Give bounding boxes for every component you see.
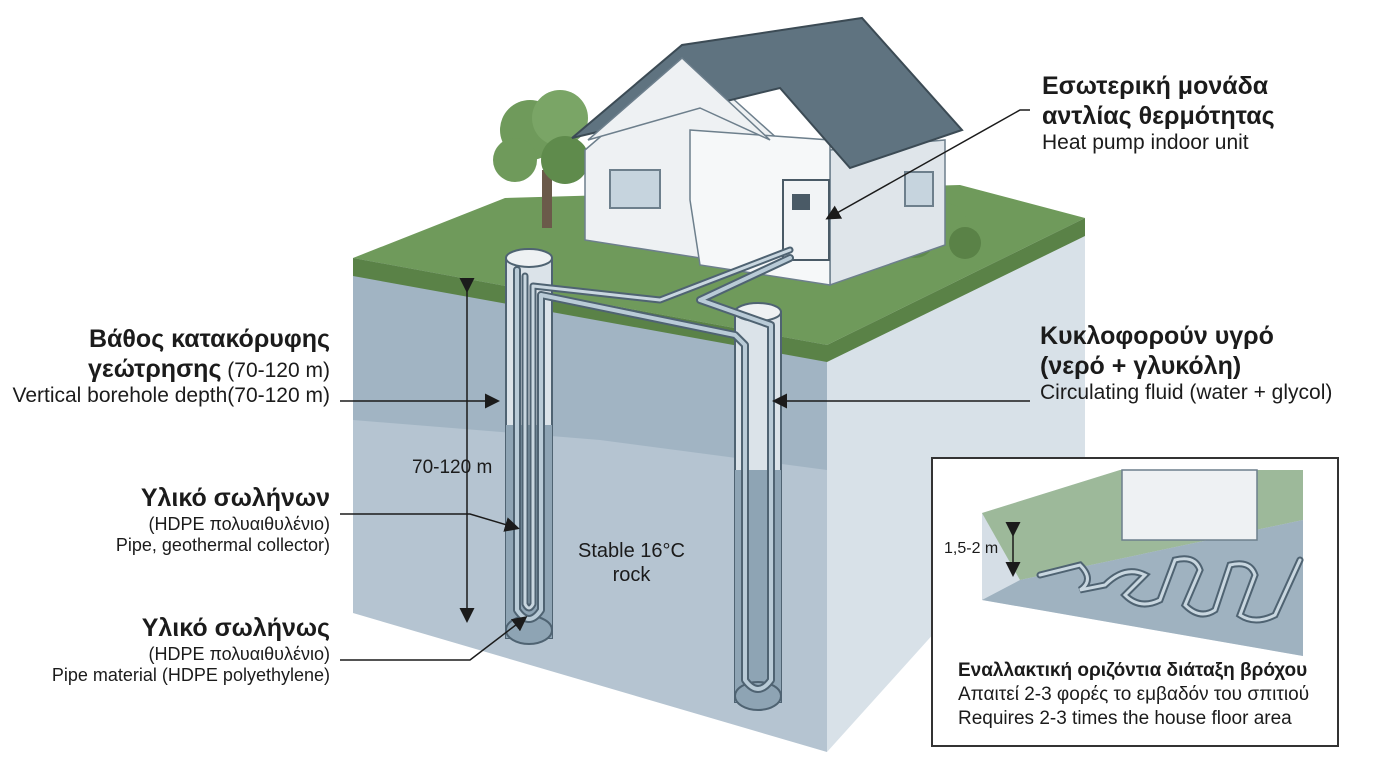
pipe-material-label: Υλικό σωλήνως (HDPE πολυαιθυλένιο) Pipe …	[52, 614, 330, 686]
depth-measure-text: 70-120 m	[412, 457, 493, 478]
indoor-title-line1: Εσωτερική μονάδα	[1042, 72, 1269, 100]
indoor-callout	[825, 109, 1030, 220]
house	[571, 16, 964, 287]
inset-title: Εναλλακτική οριζόντια διάταξη βρόχου	[958, 660, 1308, 681]
heat-pump-display	[792, 194, 810, 210]
fluid-label: Κυκλοφορούν υγρό (νερό + γλυκόλη) Circul…	[1040, 322, 1332, 406]
pipes-material-label: Υλικό σωλήνων (HDPE πολυαιθυλένιο) Pipe,…	[116, 484, 330, 556]
inset-horizontal-loop	[931, 457, 1339, 747]
callout-lines	[340, 109, 1030, 661]
rock-line2: rock	[612, 563, 651, 586]
pipes-callout	[340, 513, 520, 532]
rock-label: Stable 16°C rock	[578, 540, 685, 587]
indoor-title-line2: αντλίας θερμότητας	[1042, 101, 1275, 130]
roof-gable	[587, 56, 771, 141]
inset-line2: Requires 2-3 times the house floor area	[958, 707, 1292, 729]
pipe-line1: (HDPE πολυαιθυλένιο)	[148, 643, 330, 664]
indoor-subtitle: Heat pump indoor unit	[1042, 131, 1249, 154]
depth-title-range: (70-120 m)	[221, 358, 330, 382]
window-right	[904, 171, 934, 207]
fluid-title-line1: Κυκλοφορούν υγρό	[1040, 322, 1274, 350]
inset-house-wall	[1121, 469, 1258, 541]
tree-trunk	[542, 170, 552, 228]
depth-title-line1: Βάθος κατακόρυφης	[88, 325, 330, 353]
pipe-callout	[340, 616, 528, 661]
fluid-subtitle: Circulating fluid (water + glycol)	[1040, 381, 1333, 404]
grass-edge-side	[827, 218, 1085, 362]
rock-line1: Stable 16°C	[578, 540, 685, 562]
borehole-left	[505, 248, 553, 645]
depth-subtitle: Vertical borehole depth(70-120 m)	[12, 384, 330, 407]
window-left	[609, 169, 661, 209]
pipe-line2: Pipe material (HDPE polyethylene)	[51, 664, 330, 685]
pipes-title: Υλικό σωλήνων	[140, 484, 330, 512]
indoor-unit-label: Εσωτερική μονάδα αντλίας θερμότητας Heat…	[1042, 72, 1275, 156]
pipe-title: Υλικό σωλήνως	[141, 614, 330, 642]
pipes-line1: (HDPE πολυαιθυλένιο)	[148, 513, 330, 534]
depth-label: Βάθος κατακόρυφης γεώτρησης (70-120 m) V…	[12, 325, 330, 409]
inset-caption: Εναλλακτική οριζόντια διάταξη βρόχου Απα…	[958, 659, 1309, 731]
fluid-title-line2: (νερό + γλυκόλη)	[1040, 351, 1242, 380]
depth-title-line2: γεώτρησης	[87, 354, 222, 383]
shallow-depth-text: 1,5-2 m	[944, 540, 999, 557]
pipes-line2: Pipe, geothermal collector)	[115, 534, 330, 555]
tree	[493, 90, 589, 228]
inset-line1: Απαιτεί 2-3 φορές το εμβαδόν του σπιτιού	[958, 683, 1310, 705]
